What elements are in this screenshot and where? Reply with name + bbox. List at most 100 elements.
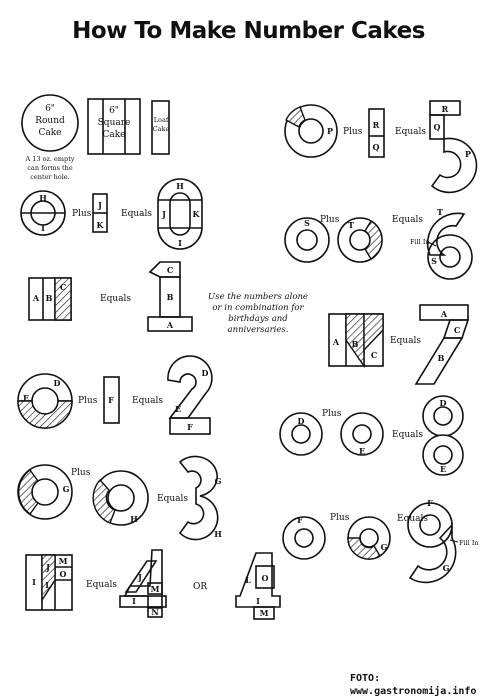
svg-text:OR: OR [193,582,207,592]
svg-text:F: F [108,395,114,405]
svg-text:can forms the: can forms the [27,164,73,172]
svg-text:M: M [260,608,269,618]
svg-text:Cake: Cake [38,128,61,138]
svg-text:Plus: Plus [343,127,363,137]
svg-text:G: G [63,484,70,494]
svg-text:M: M [59,556,68,566]
svg-text:I: I [178,238,182,248]
nine-row: F Plus G Equals F G Fill In [282,498,479,584]
svg-text:Equals: Equals [100,294,131,304]
svg-text:Plus: Plus [330,513,350,523]
svg-text:C: C [454,325,460,335]
svg-text:Plus: Plus [78,396,98,406]
svg-text:B: B [46,293,53,303]
svg-text:Cake: Cake [102,130,125,140]
svg-text:Q: Q [434,122,441,132]
svg-text:D: D [298,416,305,426]
svg-text:F: F [297,515,303,525]
three-row: G Plus H Equals G H [17,455,222,541]
svg-text:Cake: Cake [153,125,170,133]
svg-text:P: P [327,126,333,136]
svg-text:Equals: Equals [397,514,428,524]
svg-text:Round: Round [35,116,65,126]
loaf-pan-label: Loaf [154,116,169,124]
svg-text:Q: Q [373,142,380,152]
svg-text:D: D [440,398,447,408]
svg-text:Plus: Plus [320,215,340,225]
svg-text:G: G [443,563,450,573]
svg-text:D: D [202,368,209,378]
svg-text:L: L [245,575,251,585]
svg-text:B: B [438,353,445,363]
svg-text:T: T [348,220,354,230]
svg-text:I: I [32,577,36,587]
svg-text:Equals: Equals [392,215,423,225]
svg-text:A: A [440,309,448,319]
svg-text:J: J [161,209,166,219]
svg-text:O: O [60,569,67,579]
svg-text:A: A [166,320,174,330]
svg-text:J: J [45,562,50,572]
svg-text:J: J [97,200,102,210]
svg-text:Plus: Plus [72,209,92,219]
svg-text:O: O [262,573,269,583]
svg-text:G: G [215,476,222,486]
svg-text:Equals: Equals [390,336,421,346]
svg-text:K: K [97,220,105,230]
round-pan-label: 6" [45,104,55,114]
svg-text:C: C [167,265,173,275]
square-pan: 6" Square Cake [87,98,141,155]
svg-text:H: H [176,181,184,191]
svg-text:Equals: Equals [392,430,423,440]
five-row: P Plus R Q Equals R Q P [284,100,478,194]
four-row: I J L M O Equals J I M N OR L O I M [25,549,281,620]
two-row: D E Plus F Equals D E F [17,355,213,435]
svg-text:G: G [381,542,388,552]
svg-text:P: P [465,149,471,159]
svg-text:A: A [332,337,340,347]
svg-text:B: B [352,339,359,349]
svg-text:Fill In: Fill In [459,539,479,547]
svg-text:H: H [39,193,47,203]
svg-text:I: I [132,596,136,606]
usage-note: Use the numbers alone or in combination … [208,292,308,335]
svg-text:E: E [175,404,181,414]
eight-row: D Plus E Equals D E [279,395,464,476]
svg-text:C: C [60,282,66,292]
svg-text:L: L [45,580,51,590]
svg-text:F: F [427,498,433,508]
svg-text:E: E [359,446,365,456]
svg-text:center hole.: center hole. [30,173,69,181]
square-pan-label: 6" [109,106,119,116]
one-row: A B C Equals C B A [28,261,193,332]
svg-text:C: C [371,350,377,360]
svg-text:Equals: Equals [157,494,188,504]
svg-text:H: H [130,514,138,524]
zero-row: H I Plus J K Equals H I J K [20,178,203,250]
seven-row: A B C Equals A C B [328,304,470,385]
svg-text:I: I [256,596,260,606]
page-title: How To Make Number Cakes [72,18,425,44]
svg-text:Equals: Equals [121,209,152,219]
photo-credit: FOTO: www.gastronomija.info [350,673,477,697]
svg-text:Equals: Equals [132,396,163,406]
svg-text:A: A [32,293,40,303]
svg-text:M: M [151,584,160,594]
svg-text:T: T [437,207,443,217]
loaf-pan: Loaf Cake [151,100,170,155]
svg-text:H: H [214,529,222,539]
svg-text:Plus: Plus [322,409,342,419]
svg-text:F: F [187,422,193,432]
svg-text:B: B [167,292,174,302]
svg-text:N: N [151,607,158,617]
svg-text:I: I [41,223,45,233]
svg-text:E: E [23,393,29,403]
round-pan: 6" Round Cake [21,94,79,152]
svg-text:Equals: Equals [86,580,117,590]
svg-text:K: K [193,209,201,219]
svg-text:J: J [137,572,142,582]
svg-text:Plus: Plus [71,468,91,478]
six-row: S Plus T Equals T S Fill In [284,207,473,280]
hole-note: A 13 oz. empty [24,155,74,163]
